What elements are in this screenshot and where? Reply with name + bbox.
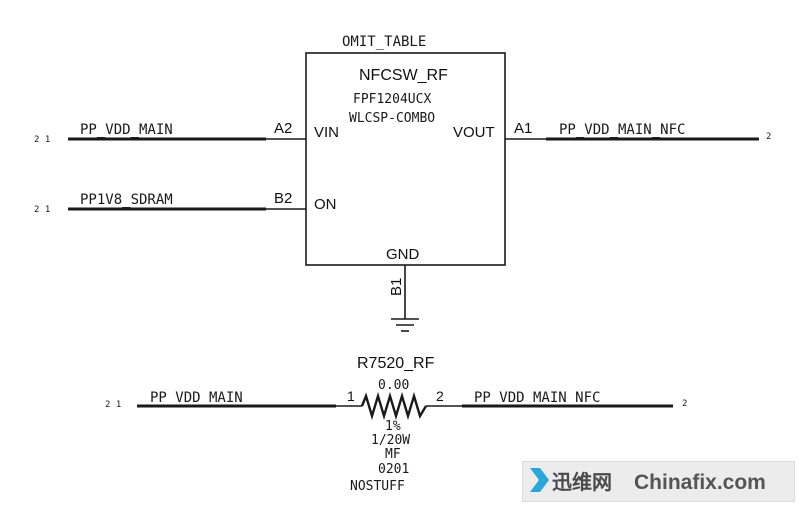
- on-net-label: PP1V8_SDRAM: [80, 192, 173, 208]
- resistor-pin-1: 1: [347, 388, 355, 404]
- watermark-background: [522, 461, 795, 502]
- omit-table-label: OMIT_TABLE: [342, 34, 426, 50]
- resistor-size: 0201: [378, 462, 409, 477]
- r-left-net-label: PP_VDD_MAIN: [150, 390, 243, 406]
- watermark-chevron-icon: [530, 468, 549, 492]
- vout-net-label: PP_VDD_MAIN_NFC: [559, 122, 685, 138]
- ic-part-number: FPF1204UCX: [353, 92, 431, 107]
- resistor-pin-2: 2: [436, 388, 444, 404]
- resistor-zigzag: [360, 391, 428, 421]
- ic-body: [305, 52, 506, 266]
- watermark-brand-cn: 迅维网: [552, 470, 612, 494]
- resistor-option: NOSTUFF: [350, 479, 405, 494]
- on-offpage-ref: 2 1: [34, 205, 50, 215]
- vin-net-label: PP_VDD_MAIN: [80, 122, 173, 138]
- resistor-refdes: R7520_RF: [357, 355, 435, 372]
- gnd-pin-name: GND: [386, 246, 420, 263]
- r-left-offpage-ref: 2 1: [105, 400, 121, 410]
- resistor-tolerance: 1%: [385, 419, 401, 434]
- r-right-offpage-ref: 2: [682, 399, 687, 409]
- vout-pin-name: VOUT: [453, 124, 495, 141]
- vout-offpage-ref: 2: [766, 132, 771, 142]
- ic-refdes: NFCSW_RF: [359, 67, 448, 84]
- resistor-power: 1/20W: [371, 433, 410, 448]
- vin-offpage-ref: 2 1: [34, 135, 50, 145]
- watermark-logo: 迅维网 Chinafix.com: [530, 468, 766, 494]
- ground-symbol: [391, 318, 419, 332]
- watermark-brand-en: Chinafix.com: [634, 471, 766, 494]
- vin-pin-number: A2: [274, 120, 292, 137]
- gnd-pin-number: B1: [388, 278, 405, 296]
- ic-package: WLCSP-COMBO: [349, 111, 435, 126]
- vout-pin-number: A1: [514, 120, 532, 137]
- vin-pin-name: VIN: [314, 124, 339, 141]
- on-pin-name: ON: [314, 196, 337, 213]
- r-right-net-label: PP_VDD_MAIN_NFC: [474, 390, 600, 406]
- resistor-type: MF: [385, 447, 401, 462]
- on-pin-number: B2: [274, 190, 292, 207]
- resistor-value: 0.00: [378, 378, 409, 393]
